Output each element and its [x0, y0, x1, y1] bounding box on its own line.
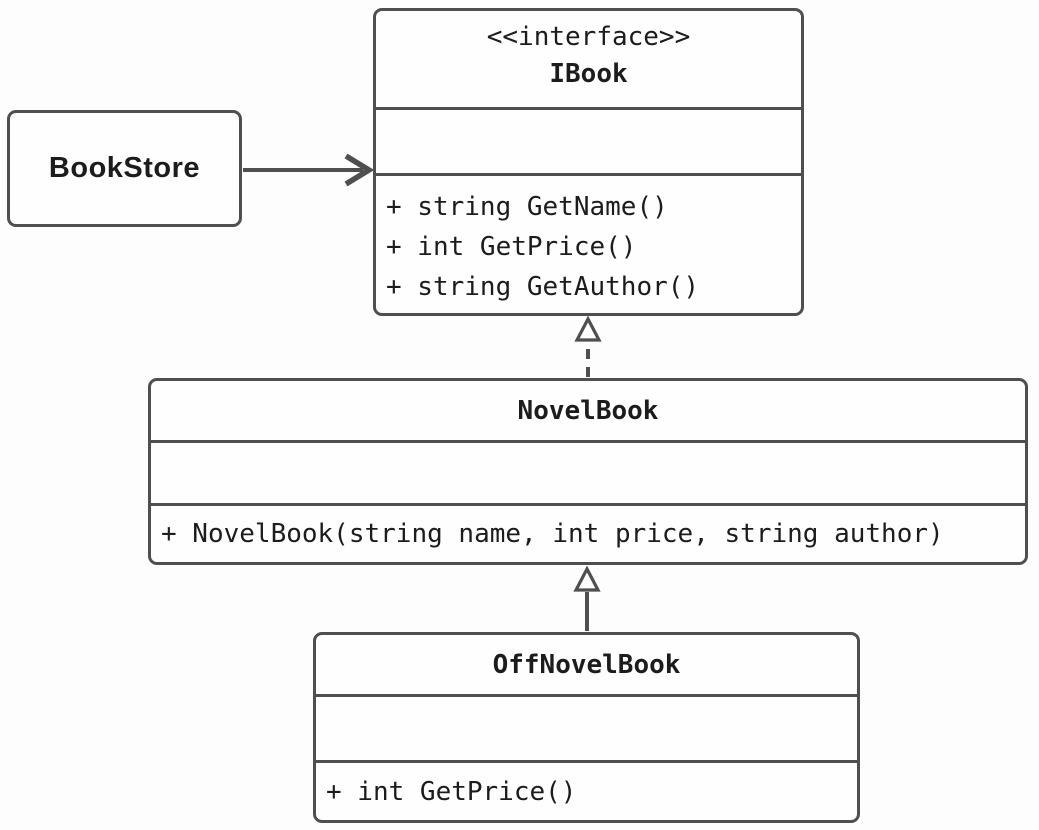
- class-box-novelbook[interactable]: NovelBook + NovelBook(string name, int p…: [148, 378, 1028, 565]
- association-arrow-bookstore-ibook[interactable]: [243, 153, 375, 187]
- class-name-ibook: IBook: [549, 59, 628, 89]
- generalization-arrow-offnovelbook-novelbook[interactable]: [573, 565, 601, 631]
- method-item: + int GetPrice(): [386, 232, 637, 262]
- class-box-offnovelbook[interactable]: OffNovelBook + int GetPrice(): [313, 632, 860, 823]
- class-name-bookstore: BookStore: [48, 152, 201, 184]
- class-header-ibook: <<interface>> IBook: [376, 11, 801, 107]
- method-item: + NovelBook(string name, int price, stri…: [161, 519, 944, 549]
- class-header-offnovelbook: OffNovelBook: [316, 635, 857, 694]
- class-box-bookstore[interactable]: BookStore: [7, 110, 242, 227]
- method-item: + int GetPrice(): [326, 776, 577, 807]
- fields-section-offnovelbook: [316, 694, 857, 760]
- realization-arrow-novelbook-ibook[interactable]: [574, 315, 602, 377]
- method-item: + string GetAuthor(): [386, 272, 700, 302]
- fields-section-ibook: [376, 107, 801, 173]
- class-name-novelbook: NovelBook: [517, 395, 659, 426]
- class-name-offnovelbook: OffNovelBook: [492, 649, 681, 680]
- method-item: + string GetName(): [386, 192, 668, 222]
- class-header-novelbook: NovelBook: [151, 381, 1025, 440]
- methods-section-offnovelbook: + int GetPrice(): [316, 760, 857, 820]
- methods-section-novelbook: + NovelBook(string name, int price, stri…: [151, 503, 1025, 562]
- methods-section-ibook: + string GetName() + int GetPrice() + st…: [376, 173, 801, 313]
- class-box-ibook[interactable]: <<interface>> IBook + string GetName() +…: [373, 8, 804, 316]
- fields-section-novelbook: [151, 440, 1025, 503]
- stereotype-label: <<interface>>: [486, 22, 691, 52]
